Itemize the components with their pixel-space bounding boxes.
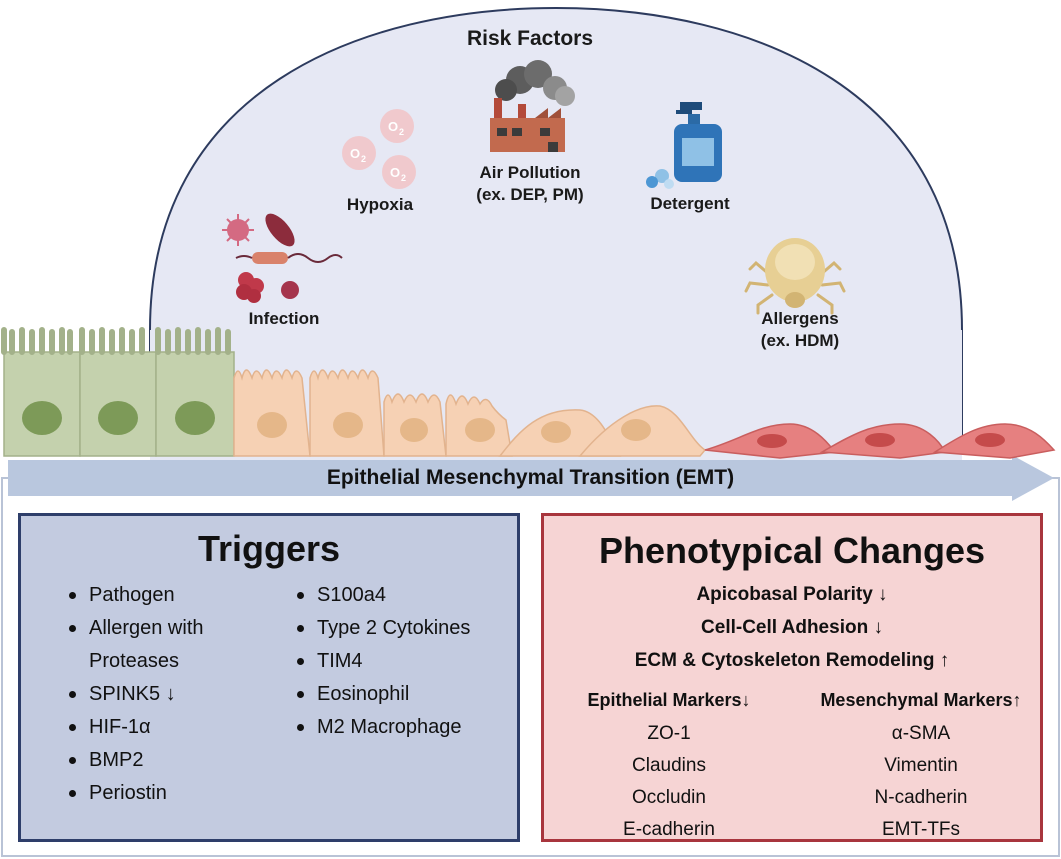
bacteria-icon bbox=[235, 213, 343, 303]
trigger-item: Type 2 Cytokines bbox=[293, 612, 470, 645]
air-pollution-example: (ex. DEP, PM) bbox=[476, 185, 584, 204]
trigger-item: Periostin bbox=[65, 777, 204, 810]
o2-subscript: 2 bbox=[361, 154, 366, 164]
emt-arrow-label: Epithelial Mesenchymal Transition (EMT) bbox=[326, 466, 735, 489]
mesenchymal-marker: Vimentin bbox=[884, 755, 958, 776]
trigger-item: Allergen with bbox=[65, 612, 204, 645]
o2-label: O bbox=[350, 146, 360, 161]
epithelial-markers-list: ZO-1 Claudins Occludin E-cadherin bbox=[564, 718, 774, 846]
trigger-item: M2 Macrophage bbox=[293, 711, 470, 744]
mesenchymal-marker: EMT-TFs bbox=[881, 819, 961, 840]
trigger-item: Pathogen bbox=[65, 579, 204, 612]
o2-subscript: 2 bbox=[401, 173, 406, 183]
triggers-list-right: S100a4 Type 2 Cytokines TIM4 Eosinophil … bbox=[293, 579, 470, 744]
trigger-item: S100a4 bbox=[293, 579, 470, 612]
epithelial-marker: ZO-1 bbox=[647, 723, 691, 744]
epithelial-markers-header: Epithelial Markers↓ bbox=[587, 690, 751, 710]
mesenchymal-markers-list: α-SMA Vimentin N-cadherin EMT-TFs bbox=[806, 718, 1036, 846]
triggers-list-left: Pathogen Allergen with Proteases SPINK5 … bbox=[65, 579, 204, 810]
triggers-title: Triggers bbox=[197, 528, 341, 569]
transitional-nuclei bbox=[257, 412, 651, 443]
phenotypical-changes-title: Phenotypical Changes bbox=[598, 530, 986, 571]
emt-arrow bbox=[8, 455, 1054, 501]
air-pollution-label: Air Pollution bbox=[479, 163, 581, 182]
trigger-item: Eosinophil bbox=[293, 678, 470, 711]
phenotype-change-line: ECM & Cytoskeleton Remodeling ↑ bbox=[634, 650, 950, 671]
mesenchymal-marker: N-cadherin bbox=[874, 787, 968, 808]
dust-mite-icon bbox=[744, 238, 846, 315]
virus-icon bbox=[222, 214, 254, 246]
epithelial-marker: Occludin bbox=[632, 787, 706, 808]
soap-bottle-icon bbox=[646, 102, 722, 189]
phenotype-change-line: Apicobasal Polarity ↓ bbox=[696, 584, 888, 605]
trigger-item: BMP2 bbox=[65, 744, 204, 777]
trigger-item: SPINK5 ↓ bbox=[65, 678, 204, 711]
mesenchymal-markers-header: Mesenchymal Markers↑ bbox=[820, 690, 1022, 710]
detergent-label: Detergent bbox=[650, 194, 730, 213]
infection-label: Infection bbox=[248, 309, 320, 328]
risk-factors-title: Risk Factors bbox=[466, 27, 594, 50]
factory-icon bbox=[490, 60, 575, 152]
allergens-label: Allergens bbox=[761, 309, 839, 328]
phenotypical-changes-panel: Phenotypical Changes Apicobasal Polarity… bbox=[541, 513, 1043, 842]
trigger-item: HIF-1α bbox=[65, 711, 204, 744]
trigger-item-continuation: Proteases bbox=[89, 650, 180, 672]
hypoxia-label: Hypoxia bbox=[346, 195, 414, 214]
o2-label: O bbox=[390, 165, 400, 180]
trigger-item: TIM4 bbox=[293, 645, 470, 678]
epithelial-cells bbox=[1, 327, 235, 457]
o2-subscript: 2 bbox=[399, 127, 404, 137]
triggers-panel: Triggers Pathogen Allergen with Protease… bbox=[18, 513, 520, 842]
mesenchymal-marker: α-SMA bbox=[891, 723, 951, 744]
oxygen-bubble-icon: O O O 2 2 2 bbox=[342, 109, 416, 189]
epithelial-marker: E-cadherin bbox=[623, 819, 715, 840]
o2-label: O bbox=[388, 119, 398, 134]
phenotype-change-line: Cell-Cell Adhesion ↓ bbox=[701, 617, 883, 638]
mesenchymal-cells bbox=[704, 423, 1056, 459]
allergens-example: (ex. HDM) bbox=[760, 331, 840, 350]
epithelial-marker: Claudins bbox=[632, 755, 706, 776]
